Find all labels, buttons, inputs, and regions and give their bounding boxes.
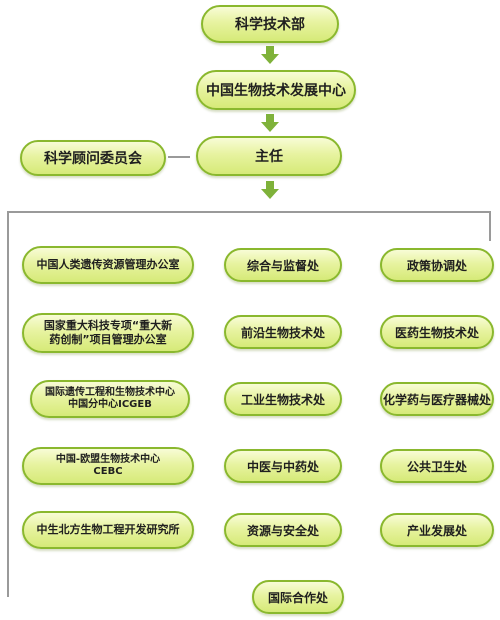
node-right-division: 公共卫生处 bbox=[380, 449, 494, 483]
node-director: 主任 bbox=[196, 136, 342, 176]
node-right-division: 化学药与医疗器械处 bbox=[380, 382, 494, 416]
node-left-office: 中国-欧盟生物技术中心 CEBC bbox=[22, 447, 194, 485]
node-left-office: 中国人类遗传资源管理办公室 bbox=[22, 246, 194, 284]
node-right-division: 产业发展处 bbox=[380, 513, 494, 547]
connector-right-vertical bbox=[489, 211, 491, 241]
node-left-office: 国家重大科技专项“重大新 药创制”项目管理办公室 bbox=[22, 313, 194, 353]
node-middle-division: 中医与中药处 bbox=[224, 449, 342, 483]
node-right-division: 医药生物技术处 bbox=[380, 315, 494, 349]
node-middle-division: 国际合作处 bbox=[252, 580, 344, 614]
node-ministry: 科学技术部 bbox=[201, 5, 339, 43]
node-middle-division: 工业生物技术处 bbox=[224, 382, 342, 416]
arrow-down-icon bbox=[261, 114, 279, 132]
node-right-division: 政策协调处 bbox=[380, 248, 494, 282]
node-center: 中国生物技术发展中心 bbox=[196, 70, 356, 110]
node-advisory-committee: 科学顾问委员会 bbox=[20, 140, 166, 176]
node-left-office: 中生北方生物工程开发研究所 bbox=[22, 511, 194, 549]
connector-advisory bbox=[168, 156, 190, 158]
arrow-down-icon bbox=[261, 181, 279, 199]
connector-left-vertical bbox=[7, 211, 9, 597]
node-left-office: 国际遗传工程和生物技术中心 中国分中心ICGEB bbox=[30, 380, 190, 418]
arrow-down-icon bbox=[261, 46, 279, 64]
connector-top-horizontal bbox=[7, 211, 491, 213]
node-middle-division: 综合与监督处 bbox=[224, 248, 342, 282]
node-middle-division: 资源与安全处 bbox=[224, 513, 342, 547]
node-middle-division: 前沿生物技术处 bbox=[224, 315, 342, 349]
